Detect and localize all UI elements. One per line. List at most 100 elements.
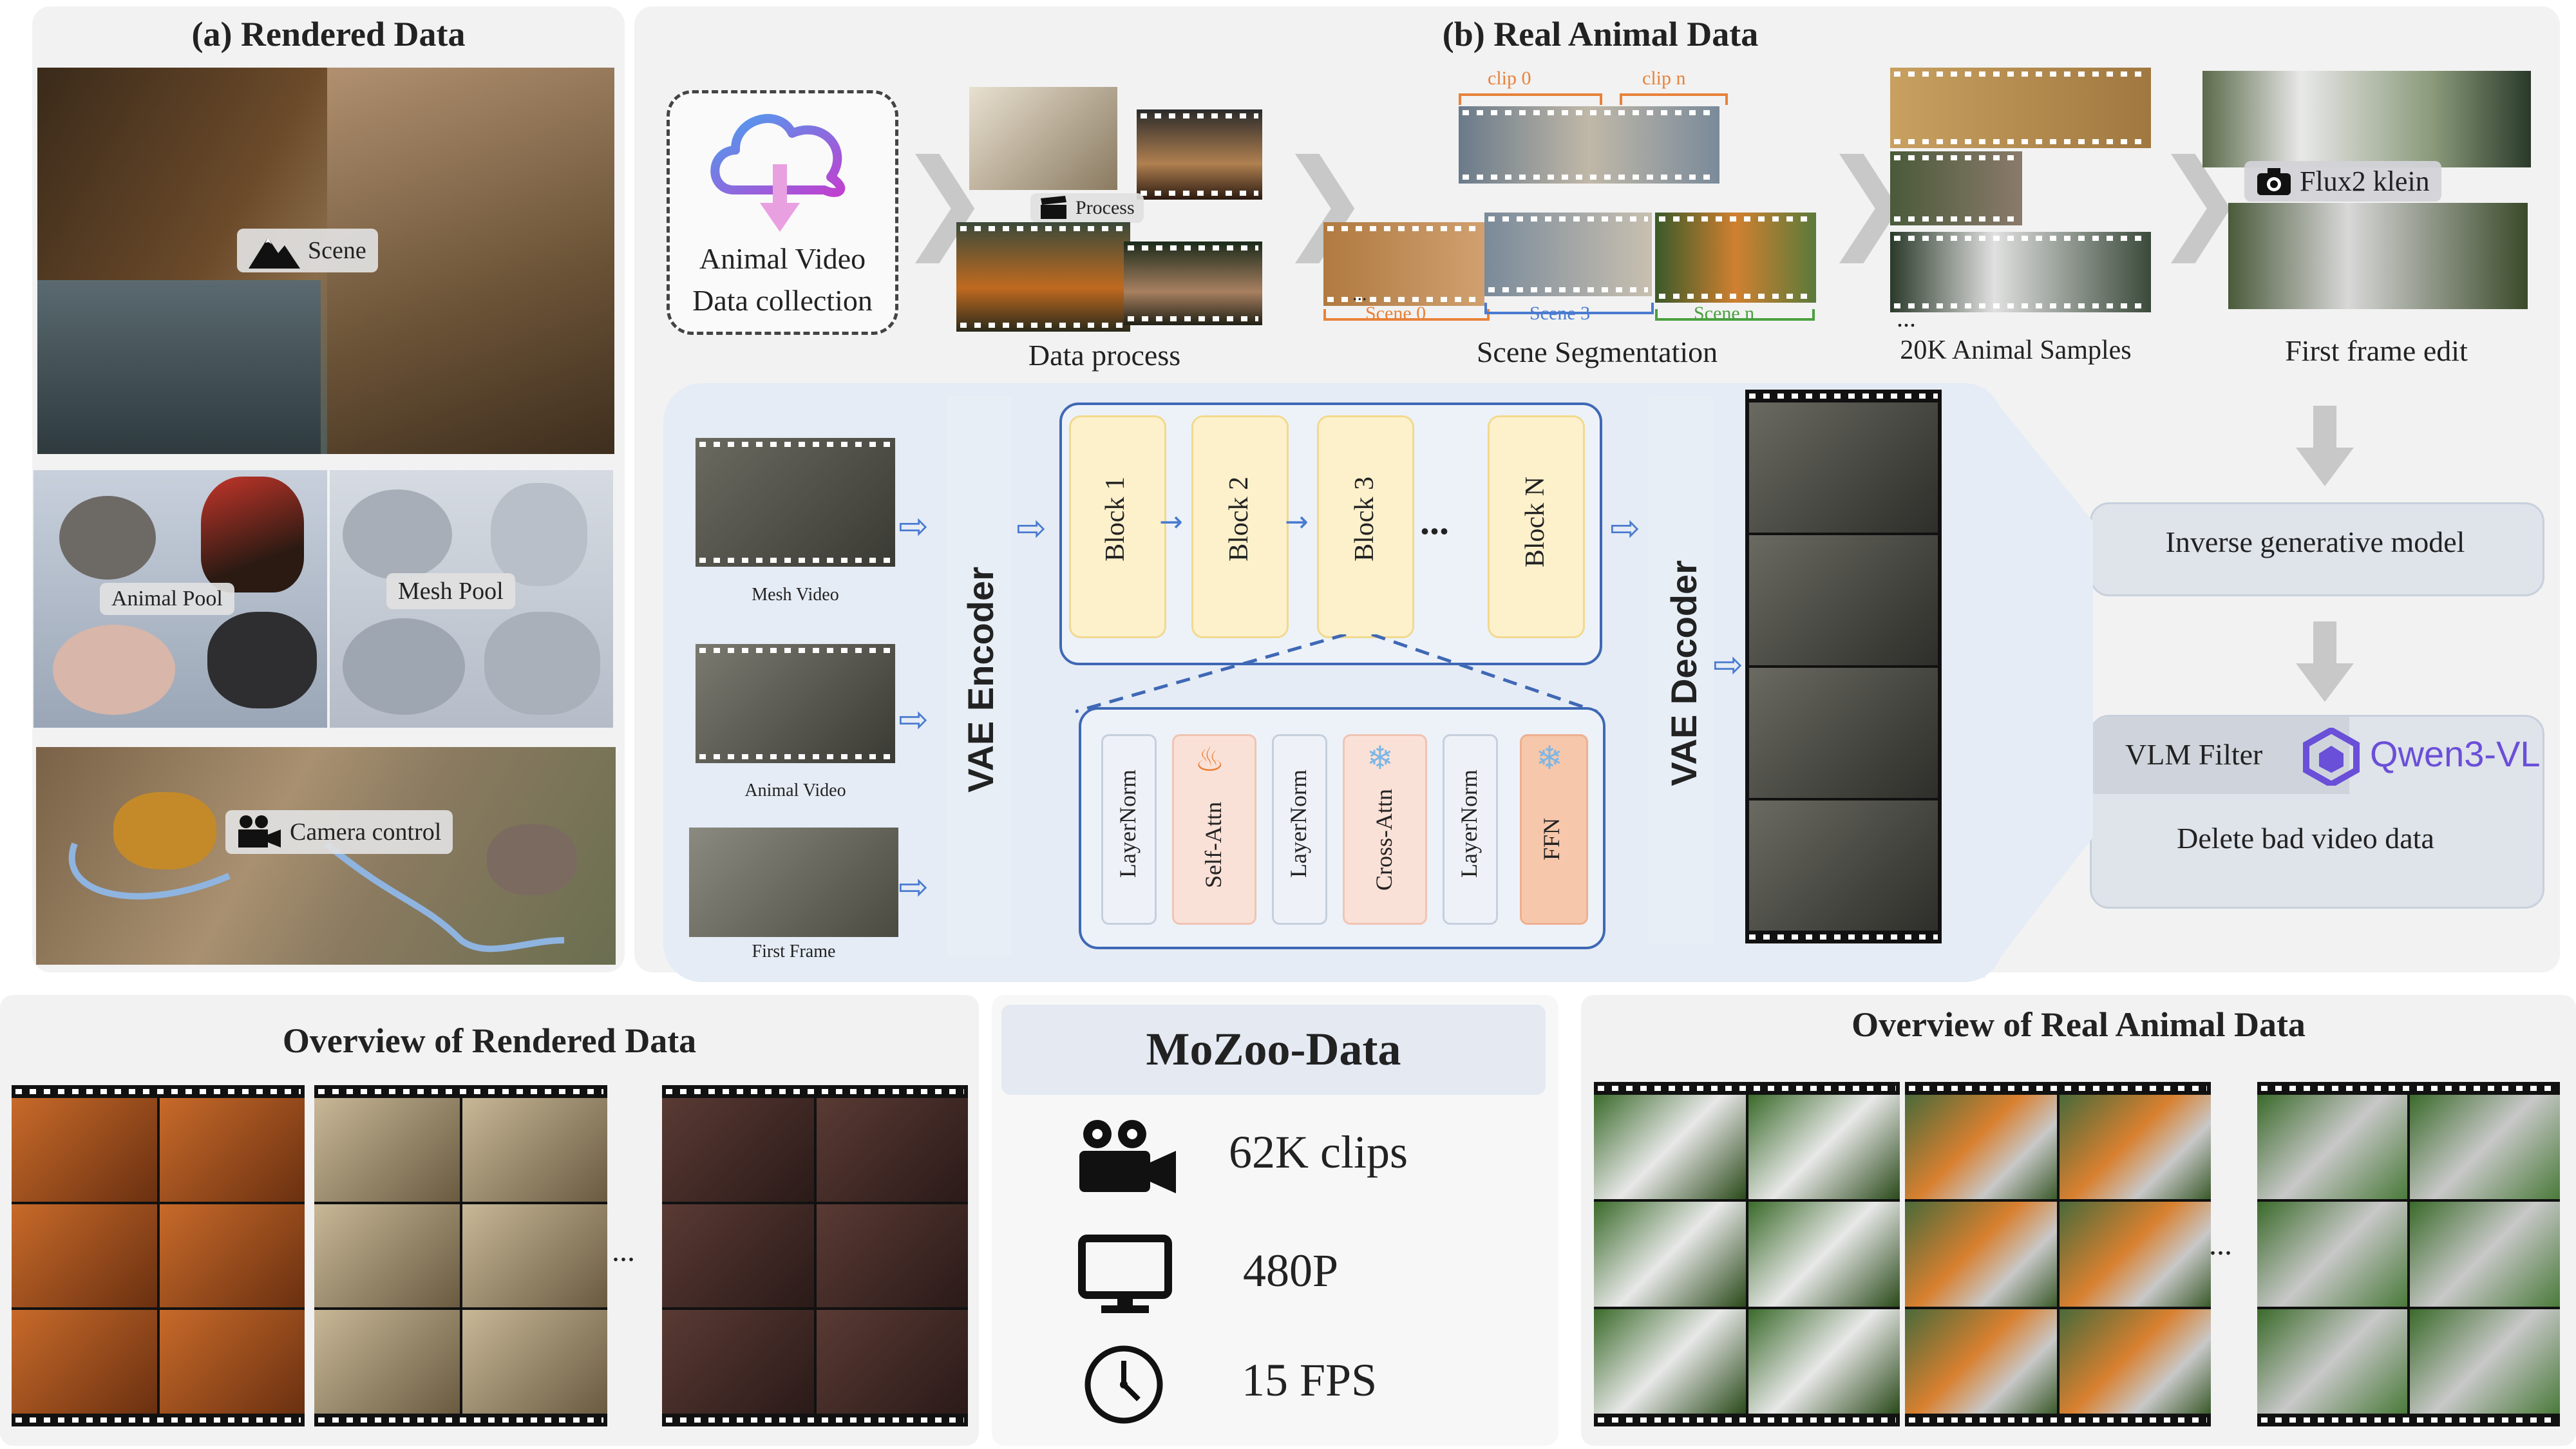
block-2 (1191, 415, 1289, 638)
scene-3-film (1484, 213, 1652, 296)
scene-n-label: Scene n (1694, 303, 1755, 324)
rendered-frame (662, 1204, 814, 1308)
real-frame (1748, 1202, 1900, 1307)
stats-clips: 62K clips (1229, 1126, 1408, 1178)
qwen-label: Qwen3-VL (2370, 734, 2541, 774)
real-frame (1594, 1309, 1746, 1414)
scene-n-film (1655, 213, 1816, 303)
snowflake-icon: ❄ (1536, 739, 1563, 777)
real-frame (2410, 1095, 2560, 1200)
real-frame (2410, 1309, 2560, 1414)
process-image-puppy (969, 87, 1117, 190)
block-3-label: Block 3 (1350, 477, 1379, 562)
real-frame (1905, 1095, 2057, 1200)
real-film-2 (1905, 1082, 2211, 1426)
mountain-icon (249, 238, 300, 269)
layernorm-3 (1443, 734, 1498, 925)
arrow-right-icon: ⇨ (898, 866, 929, 908)
animal-pool-image (33, 470, 327, 728)
camera-path-icon (68, 841, 565, 952)
overview-real-dots: ... (2209, 1227, 2232, 1262)
camera-icon (2257, 167, 2291, 195)
delete-bad-text: Delete bad video data (2177, 822, 2434, 855)
scene-label: Scene (237, 229, 378, 272)
scene-3-bracket (1484, 303, 1654, 314)
real-frame (1748, 1095, 1900, 1200)
first-frame-caption: First frame edit (2285, 334, 2468, 367)
scene-3-label: Scene 3 (1530, 303, 1591, 324)
overview-rendered-dots: ... (612, 1234, 635, 1268)
self-attn-label: Self-Attn (1200, 802, 1226, 888)
down-arrow-icon (2296, 406, 2354, 486)
rendered-film-3 (662, 1085, 968, 1426)
vae-decoder-box (1649, 396, 1713, 943)
block-1-label: Block 1 (1101, 477, 1130, 562)
self-attn (1172, 734, 1256, 925)
ffn (1520, 734, 1588, 925)
ffn-label: FFN (1539, 818, 1564, 861)
first-frame-input (689, 828, 898, 937)
real-frame (2059, 1309, 2211, 1414)
qwen-logo-icon (2303, 728, 2360, 786)
arrow-right-icon: ⇨ (1610, 507, 1640, 549)
vae-decoder-label: VAE Decoder (1663, 560, 1704, 786)
rendered-frame (12, 1310, 157, 1414)
layernorm-1 (1101, 734, 1157, 925)
rendered-frame (314, 1204, 460, 1308)
collection-line1: Animal Video (699, 242, 866, 275)
inverse-model-text: Inverse generative model (2165, 526, 2465, 558)
process-label: Process (1030, 193, 1144, 223)
arrow-right-icon: → (1159, 506, 1183, 538)
video-camera-icon (1079, 1120, 1176, 1193)
clapperboard-icon (1041, 196, 1066, 219)
video-camera-icon (238, 815, 281, 848)
overview-rendered-title: Overview of Rendered Data (282, 1021, 697, 1060)
camera-control-image (36, 747, 616, 965)
process-label-text: Process (1075, 197, 1135, 218)
samples-dots: ... (1897, 303, 1916, 332)
scene-dots: ... (1352, 283, 1367, 305)
real-frame (2257, 1095, 2407, 1200)
collection-line2: Data collection (692, 284, 873, 317)
stats-title-box (1001, 1005, 1546, 1095)
arrow-right-icon: → (1285, 506, 1309, 538)
flux-label-text: Flux2 klein (2300, 166, 2430, 197)
animal-video-label: Animal Video (744, 781, 846, 800)
scene-0-label: Scene 0 (1365, 303, 1426, 324)
block-dots: ... (1420, 500, 1449, 542)
rendered-frame (159, 1310, 305, 1414)
clip-n-label: clip n (1642, 68, 1686, 89)
rendered-frame (662, 1310, 814, 1414)
inverse-model-box (2090, 502, 2544, 596)
real-frame (1905, 1202, 2057, 1307)
scene-n-bracket (1655, 309, 1815, 321)
clock-icon (1084, 1345, 1163, 1424)
fire-icon: ♨ (1195, 741, 1225, 779)
cross-attn (1343, 734, 1427, 925)
clip-film-strip (1459, 106, 1719, 184)
rendered-frame (314, 1098, 460, 1202)
animal-video-film (696, 644, 895, 763)
mesh-video-film (696, 438, 895, 567)
layernorm-2-label: LayerNorm (1285, 770, 1311, 878)
real-frame (1594, 1095, 1746, 1200)
output-film (1745, 390, 1942, 943)
arrow-right-icon: ⇨ (1713, 644, 1743, 686)
output-frame (1749, 800, 1938, 931)
first-frame-image-top (2202, 71, 2531, 167)
stats-title: MoZoo-Data (1146, 1023, 1401, 1075)
cloud-download-icon (710, 114, 846, 232)
rendered-frame (12, 1098, 157, 1202)
vae-encoder-label: VAE Encoder (960, 567, 1001, 793)
process-film-1 (1137, 109, 1262, 200)
panel-a-title: (a) Rendered Data (191, 15, 466, 53)
rendered-frame (816, 1098, 968, 1202)
rendered-frame (314, 1310, 460, 1414)
process-film-tiger (956, 222, 1130, 332)
cross-attn-label: Cross-Attn (1371, 789, 1397, 891)
camera-control-text: Camera control (290, 819, 442, 846)
clip-0-label: clip 0 (1488, 68, 1531, 89)
clip-n-bracket (1620, 93, 1728, 105)
rendered-frame (816, 1310, 968, 1414)
layernorm-1-label: LayerNorm (1115, 770, 1141, 878)
